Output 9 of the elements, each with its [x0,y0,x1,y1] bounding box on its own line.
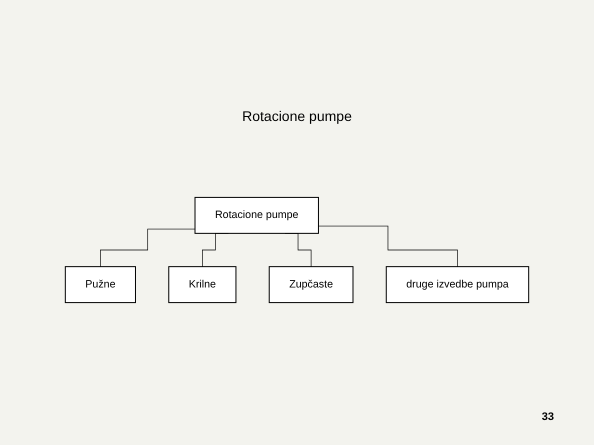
connector [318,226,458,267]
node-box: druge izvedbe pumpa [386,266,530,304]
slide-title: Rotacione pumpe [241,108,353,124]
connector [100,228,196,267]
node-box: Krilne [168,266,236,304]
page-number: 33 [542,411,554,423]
node-box: Pužne [64,266,136,304]
node-box: Zupčaste [268,266,354,304]
node-box: Rotacione pumpe [194,196,319,234]
